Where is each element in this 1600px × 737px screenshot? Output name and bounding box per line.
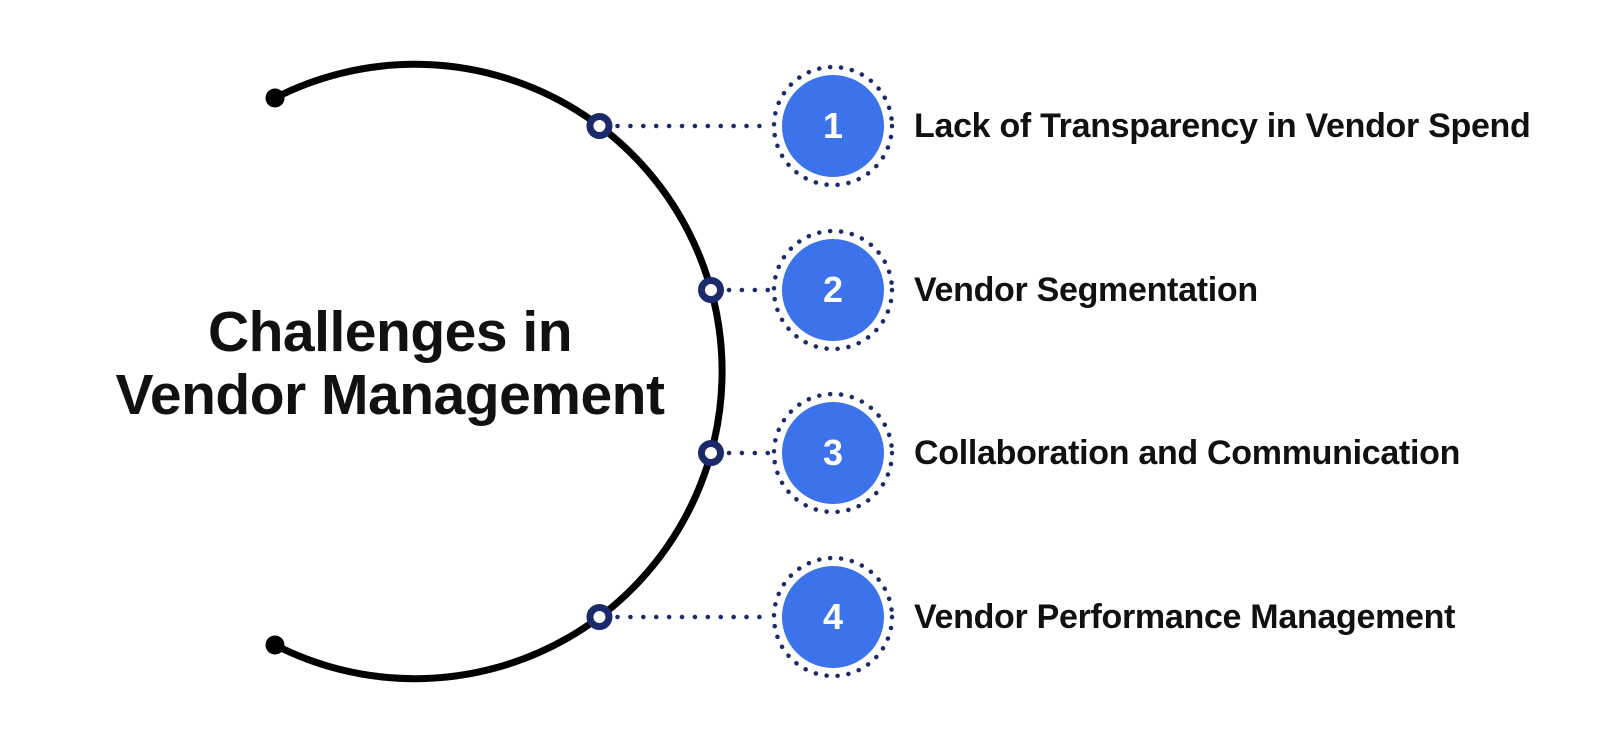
badge-circle bbox=[782, 402, 884, 504]
arc-node-ring-icon bbox=[586, 604, 613, 630]
badge-circle bbox=[782, 566, 884, 668]
arc-endpoint-dot-top-icon bbox=[265, 88, 285, 108]
arc-curve-icon bbox=[271, 60, 726, 683]
badge-number: 2 bbox=[822, 269, 844, 310]
badge-dotted-ring-icon bbox=[771, 555, 895, 679]
badge-circle bbox=[782, 239, 884, 341]
item-label: Vendor Performance Management bbox=[914, 598, 1456, 636]
diagram-title-line1: Challenges in bbox=[207, 300, 573, 364]
item-label: Collaboration and Communication bbox=[914, 434, 1461, 472]
arc-endpoint-dot-bottom-icon bbox=[265, 635, 285, 655]
arc-node-ring-icon bbox=[697, 277, 724, 303]
badge-number: 4 bbox=[822, 596, 844, 637]
item-label: Vendor Segmentation bbox=[914, 271, 1258, 309]
item-label: Lack of Transparency in Vendor Spend bbox=[914, 107, 1531, 145]
badge-dotted-ring-icon bbox=[771, 64, 895, 188]
diagram-title-line2: Vendor Management bbox=[115, 363, 665, 427]
badge-number: 3 bbox=[822, 432, 844, 473]
diagram-title: Challenges in Vendor Management bbox=[115, 301, 665, 427]
badge-dotted-ring-icon bbox=[771, 228, 895, 352]
badge-dotted-ring-icon bbox=[771, 391, 895, 515]
arc-node-ring-icon bbox=[586, 113, 613, 139]
badge-number: 1 bbox=[822, 105, 844, 146]
arc-node-ring-icon bbox=[697, 440, 724, 466]
badge-circle bbox=[782, 75, 884, 177]
